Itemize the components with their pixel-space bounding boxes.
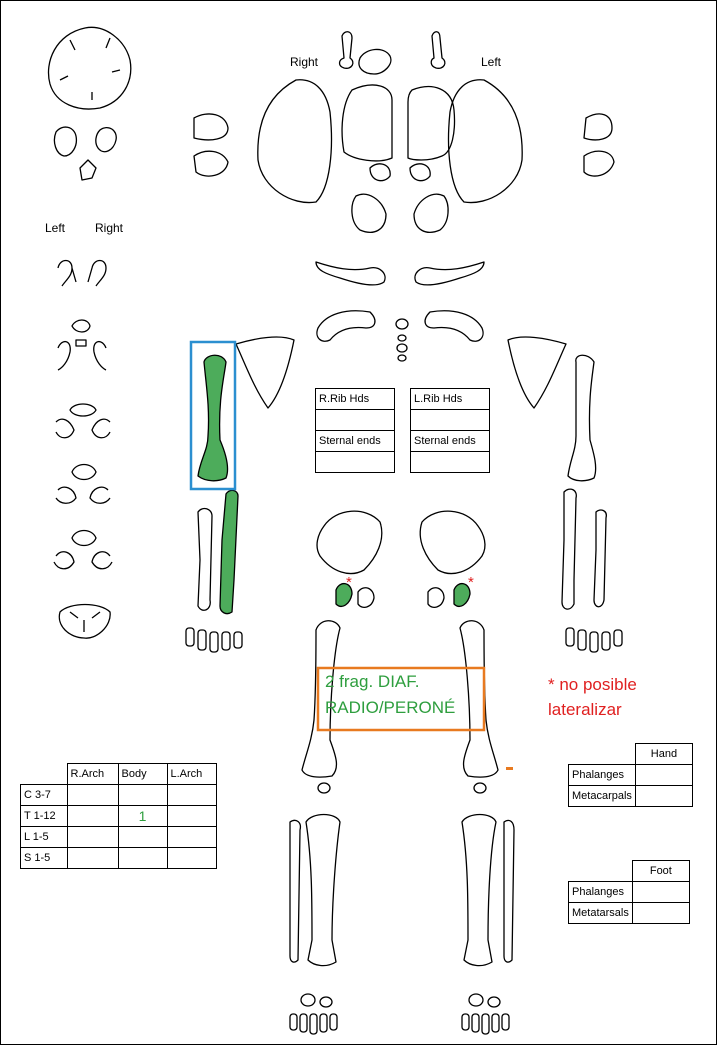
orange-tick-mark	[506, 767, 513, 770]
skull-left-label: Left	[481, 55, 501, 69]
foot-phalanges: Phalanges	[569, 882, 633, 903]
hand-table: Hand Phalanges Metacarpals	[568, 743, 693, 807]
col-r-arch: R.Arch	[67, 764, 118, 785]
left-sternal-empty	[411, 452, 490, 473]
row-label: T 1-12	[21, 806, 68, 827]
vertebra-table: R.Arch Body L.Arch C 3-7 T 1-12 1 L 1-5 …	[20, 763, 217, 869]
foot-title: Foot	[632, 861, 689, 882]
row-label: C 3-7	[21, 785, 68, 806]
row-label: L 1-5	[21, 827, 68, 848]
right-sternal-empty	[316, 452, 395, 473]
right-sternal-label: Sternal ends	[316, 431, 395, 452]
hand-title: Hand	[635, 744, 692, 765]
row-label: S 1-5	[21, 848, 68, 869]
left-rib-empty	[411, 410, 490, 431]
skull-right-label: Right	[290, 55, 318, 69]
left-sternal-label: Sternal ends	[411, 431, 490, 452]
left-rib-table: L.Rib Hds Sternal ends	[410, 388, 490, 473]
col-l-arch: L.Arch	[167, 764, 216, 785]
hand-metacarpals: Metacarpals	[569, 786, 636, 807]
fragment-label-line2: RADIO/PERONÉ	[325, 698, 455, 718]
right-rib-table: R.Rib Hds Sternal ends	[315, 388, 395, 473]
left-rib-header: L.Rib Hds	[411, 389, 490, 410]
col-body: Body	[118, 764, 167, 785]
right-rib-header: R.Rib Hds	[316, 389, 395, 410]
foot-metatarsals: Metatarsals	[569, 903, 633, 924]
hand-phalanges: Phalanges	[569, 765, 636, 786]
vertebra-right-label: Right	[95, 221, 123, 235]
asterisk-left-pelvis: *	[468, 574, 474, 591]
vertebra-left-label: Left	[45, 221, 65, 235]
thoracic-body-count: 1	[118, 806, 167, 827]
foot-table: Foot Phalanges Metatarsals	[568, 860, 690, 924]
fragment-label-line1: 2 frag. DIAF.	[325, 672, 419, 692]
right-rib-empty	[316, 410, 395, 431]
asterisk-right-pelvis: *	[346, 574, 352, 591]
lateralization-note: * no posible lateralizar	[548, 672, 668, 722]
